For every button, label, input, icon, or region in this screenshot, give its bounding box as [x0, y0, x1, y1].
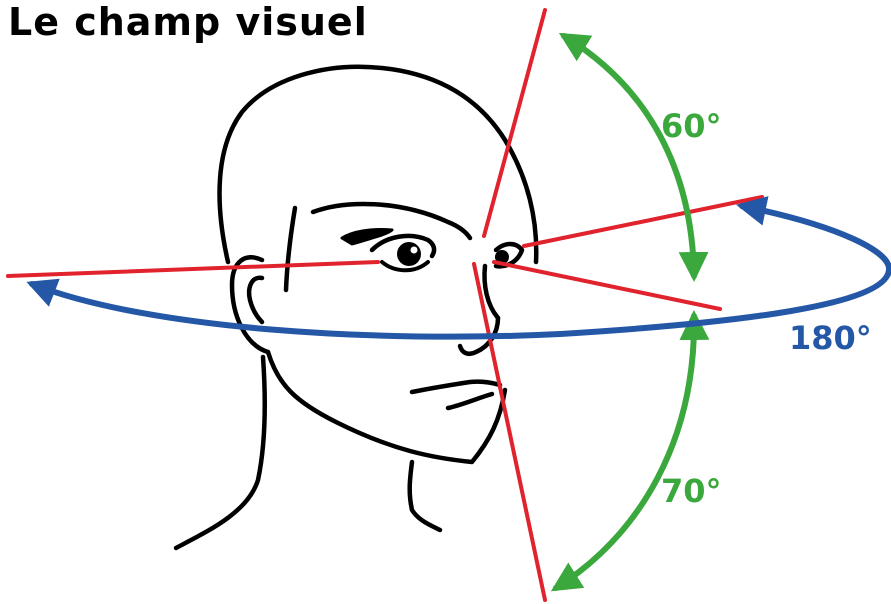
upper-lip — [412, 382, 500, 392]
front-neck — [410, 462, 440, 530]
sight-lines — [8, 10, 762, 600]
diagram-title: Le champ visuel — [8, 0, 368, 44]
ear-inner — [249, 278, 262, 322]
upper-field-arc — [564, 36, 694, 276]
lower-right-line — [494, 262, 720, 309]
upper-angle-label: 60° — [661, 108, 722, 144]
lower-lip — [448, 394, 492, 408]
eye-pupil — [397, 242, 421, 266]
horizontal-angle-label: 180° — [789, 320, 872, 356]
lower-vertical-line — [474, 264, 545, 600]
horizontal-left-line — [8, 262, 378, 276]
eye-highlight — [411, 247, 418, 254]
jaw-line — [268, 352, 505, 462]
lower-angle-label: 70° — [661, 473, 722, 509]
lower-field-arc — [556, 316, 694, 588]
nose-bridge — [485, 266, 498, 318]
temple-line — [286, 208, 295, 290]
brow-line — [313, 204, 470, 238]
upper-right-line — [524, 197, 762, 246]
back-neck — [176, 357, 265, 548]
